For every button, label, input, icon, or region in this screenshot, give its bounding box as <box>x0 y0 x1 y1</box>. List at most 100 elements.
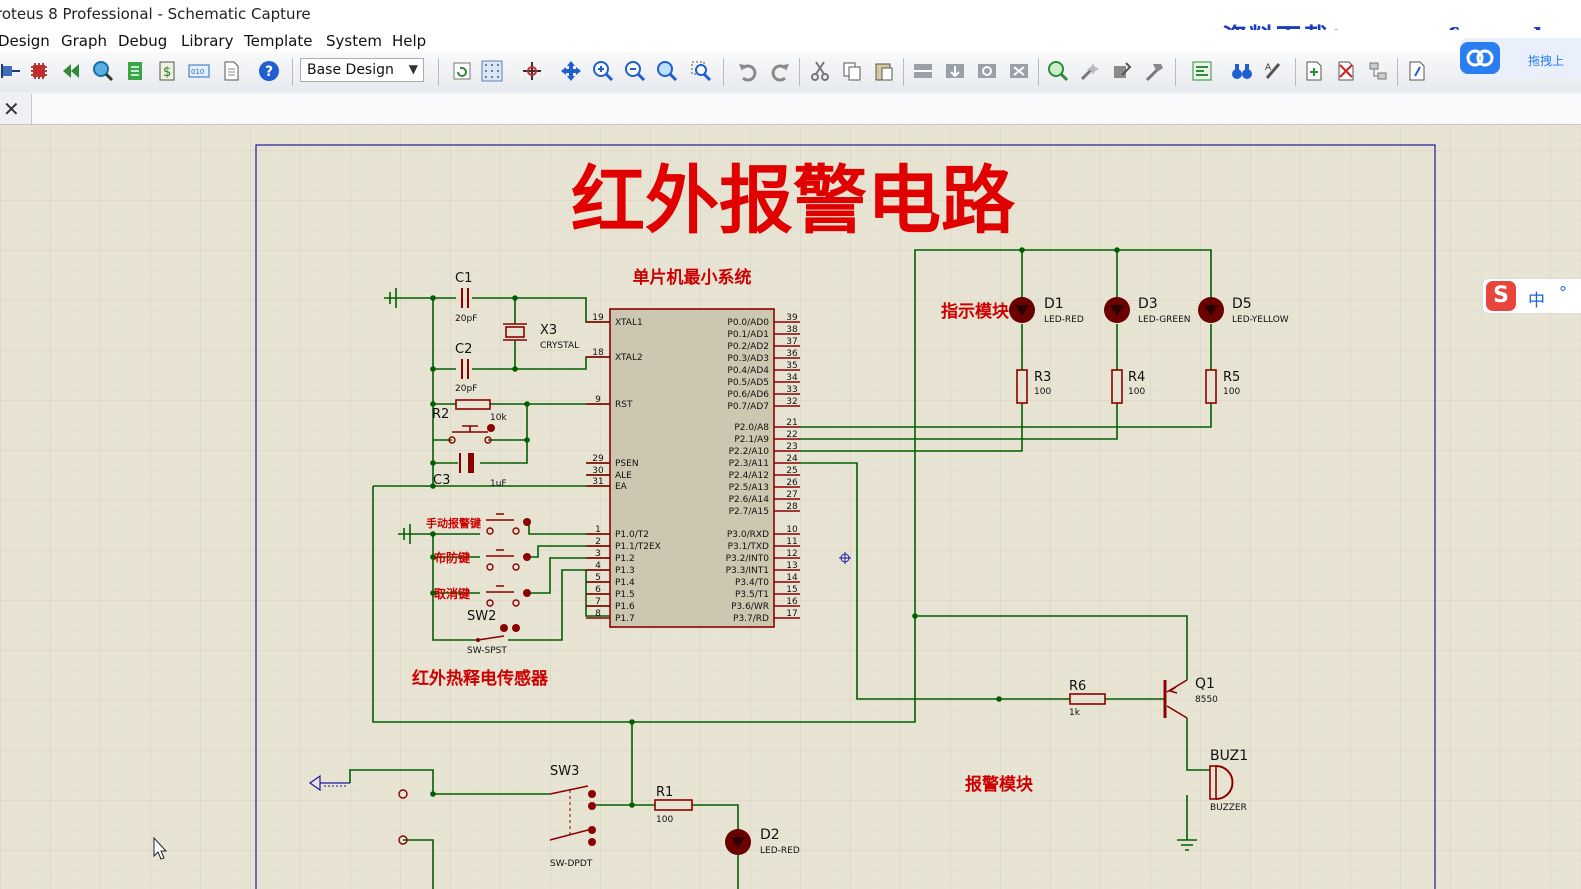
resistor-r4[interactable] <box>1111 369 1123 404</box>
r1-value: 100 <box>656 815 673 825</box>
manual-alarm-key-label: 手动报警键 <box>426 516 482 530</box>
zoom-area-icon[interactable] <box>690 60 712 82</box>
arm-key[interactable] <box>486 549 531 571</box>
mcu-pin-number: 7 <box>595 597 601 607</box>
hierarchy-icon[interactable] <box>1367 60 1389 82</box>
mcu-pin-number: 14 <box>786 573 798 583</box>
resistor-r2[interactable] <box>455 399 491 410</box>
schematic-mode-icon[interactable] <box>0 60 22 82</box>
script-icon[interactable] <box>1406 60 1428 82</box>
schematic-canvas[interactable]: 红外报警电路 单片机最小系统 指示模块 红外热释电传感器 报警模块 <box>0 125 1581 889</box>
grid-icon[interactable] <box>481 60 503 82</box>
block-rotate-icon[interactable] <box>976 60 998 82</box>
led-d2[interactable] <box>725 829 751 855</box>
undo-icon[interactable] <box>737 60 759 82</box>
paste-icon[interactable] <box>873 60 895 82</box>
help-icon[interactable]: ? <box>258 60 280 82</box>
menu-template[interactable]: Template <box>244 32 313 50</box>
resistor-r6[interactable] <box>1069 693 1106 705</box>
block-move-icon[interactable] <box>944 60 966 82</box>
r5-ref: R5 <box>1223 370 1240 385</box>
cloud-upload-label: 拖拽上 <box>1528 54 1565 68</box>
led-d5[interactable] <box>1198 297 1224 323</box>
mcu-pin-number: 28 <box>786 502 798 512</box>
led-d1[interactable] <box>1009 297 1035 323</box>
delete-sheet-icon[interactable] <box>1335 60 1357 82</box>
refresh-icon[interactable] <box>451 60 473 82</box>
cloud-upload-widget[interactable]: 拖拽上 <box>1460 38 1581 78</box>
mcu-pin-number: 33 <box>786 385 797 395</box>
origin-icon[interactable] <box>521 60 543 82</box>
ime-toolbar[interactable]: S 中 ° <box>1482 278 1581 314</box>
menu-library[interactable]: Library <box>181 32 234 50</box>
rewind-icon[interactable] <box>60 60 82 82</box>
pick-device-icon[interactable] <box>1047 60 1069 82</box>
menu-system[interactable]: System <box>326 32 382 50</box>
pan-icon[interactable] <box>560 60 582 82</box>
crystal-x3[interactable] <box>503 323 527 341</box>
menu-graph[interactable]: Graph <box>61 32 108 50</box>
resistor-r5[interactable] <box>1205 369 1217 404</box>
design-select[interactable]: Base Design▼ <box>300 58 424 82</box>
toolbar-separator <box>799 58 800 86</box>
mcu-pin-number: 21 <box>786 418 797 428</box>
chip-icon[interactable] <box>28 60 50 82</box>
mcu-pin-name: P3.4/T0 <box>735 578 769 588</box>
cut-icon[interactable] <box>809 60 831 82</box>
sw3-ref: SW3 <box>550 764 579 779</box>
resistor-r1[interactable] <box>654 799 693 811</box>
schematic-title: 红外报警电路 <box>571 158 1016 244</box>
menu-help[interactable]: Help <box>392 32 427 50</box>
dollar-icon[interactable]: $ <box>156 60 178 82</box>
led-d3[interactable] <box>1104 297 1130 323</box>
capacitor-c3[interactable] <box>459 453 474 473</box>
resistor-r3[interactable] <box>1016 369 1028 404</box>
cancel-key[interactable] <box>486 585 531 607</box>
copy-icon[interactable] <box>841 60 863 82</box>
zoom-all-icon[interactable] <box>656 60 678 82</box>
r6-ref: R6 <box>1069 679 1086 694</box>
document-icon[interactable] <box>220 60 242 82</box>
browse-icon[interactable] <box>92 60 114 82</box>
switch-sw2[interactable] <box>476 624 520 642</box>
binoculars-icon[interactable] <box>1231 60 1253 82</box>
toolbar-separator <box>1397 58 1398 86</box>
close-icon[interactable]: ✕ <box>3 97 20 121</box>
property-tool-icon[interactable]: A <box>1263 60 1285 82</box>
buzzer-buz1[interactable] <box>1209 765 1234 800</box>
package-tool-icon[interactable] <box>1111 60 1133 82</box>
schematic-tab[interactable] <box>31 94 1581 124</box>
zoom-out-icon[interactable] <box>624 60 646 82</box>
reset-button[interactable] <box>448 424 495 444</box>
netlist-icon[interactable] <box>1191 60 1213 82</box>
menu-debug[interactable]: Debug <box>118 32 168 50</box>
make-device-icon[interactable] <box>1079 60 1101 82</box>
mcu-body <box>609 308 775 628</box>
switch-sw3[interactable] <box>398 785 596 846</box>
ime-logo-icon: S <box>1486 281 1516 311</box>
toolbar-separator <box>438 58 439 86</box>
manual-alarm-key[interactable] <box>486 513 531 535</box>
ime-mode[interactable]: 中 <box>1528 291 1545 311</box>
block-copy-icon[interactable] <box>912 60 934 82</box>
new-sheet-icon[interactable] <box>1303 60 1325 82</box>
binary-icon[interactable]: 010 <box>188 60 210 82</box>
redo-icon[interactable] <box>769 60 791 82</box>
ime-punctuation[interactable]: ° <box>1559 283 1567 302</box>
bom-icon[interactable] <box>124 60 146 82</box>
q1-value: 8550 <box>1195 695 1218 705</box>
hammer-icon[interactable] <box>1143 60 1165 82</box>
d3-ref: D3 <box>1138 296 1158 312</box>
mcu-pin-number: 36 <box>786 349 798 359</box>
mcu-pin-name: P1.6 <box>615 602 635 612</box>
sw2-value: SW-SPST <box>467 646 507 656</box>
zoom-in-icon[interactable] <box>592 60 614 82</box>
transistor-q1[interactable] <box>1163 679 1188 719</box>
capacitor-c2[interactable] <box>461 359 469 379</box>
toolbar-separator <box>1038 58 1039 86</box>
capacitor-c1[interactable] <box>461 288 469 308</box>
block-delete-icon[interactable] <box>1008 60 1030 82</box>
menu-design[interactable]: Design <box>0 32 50 50</box>
